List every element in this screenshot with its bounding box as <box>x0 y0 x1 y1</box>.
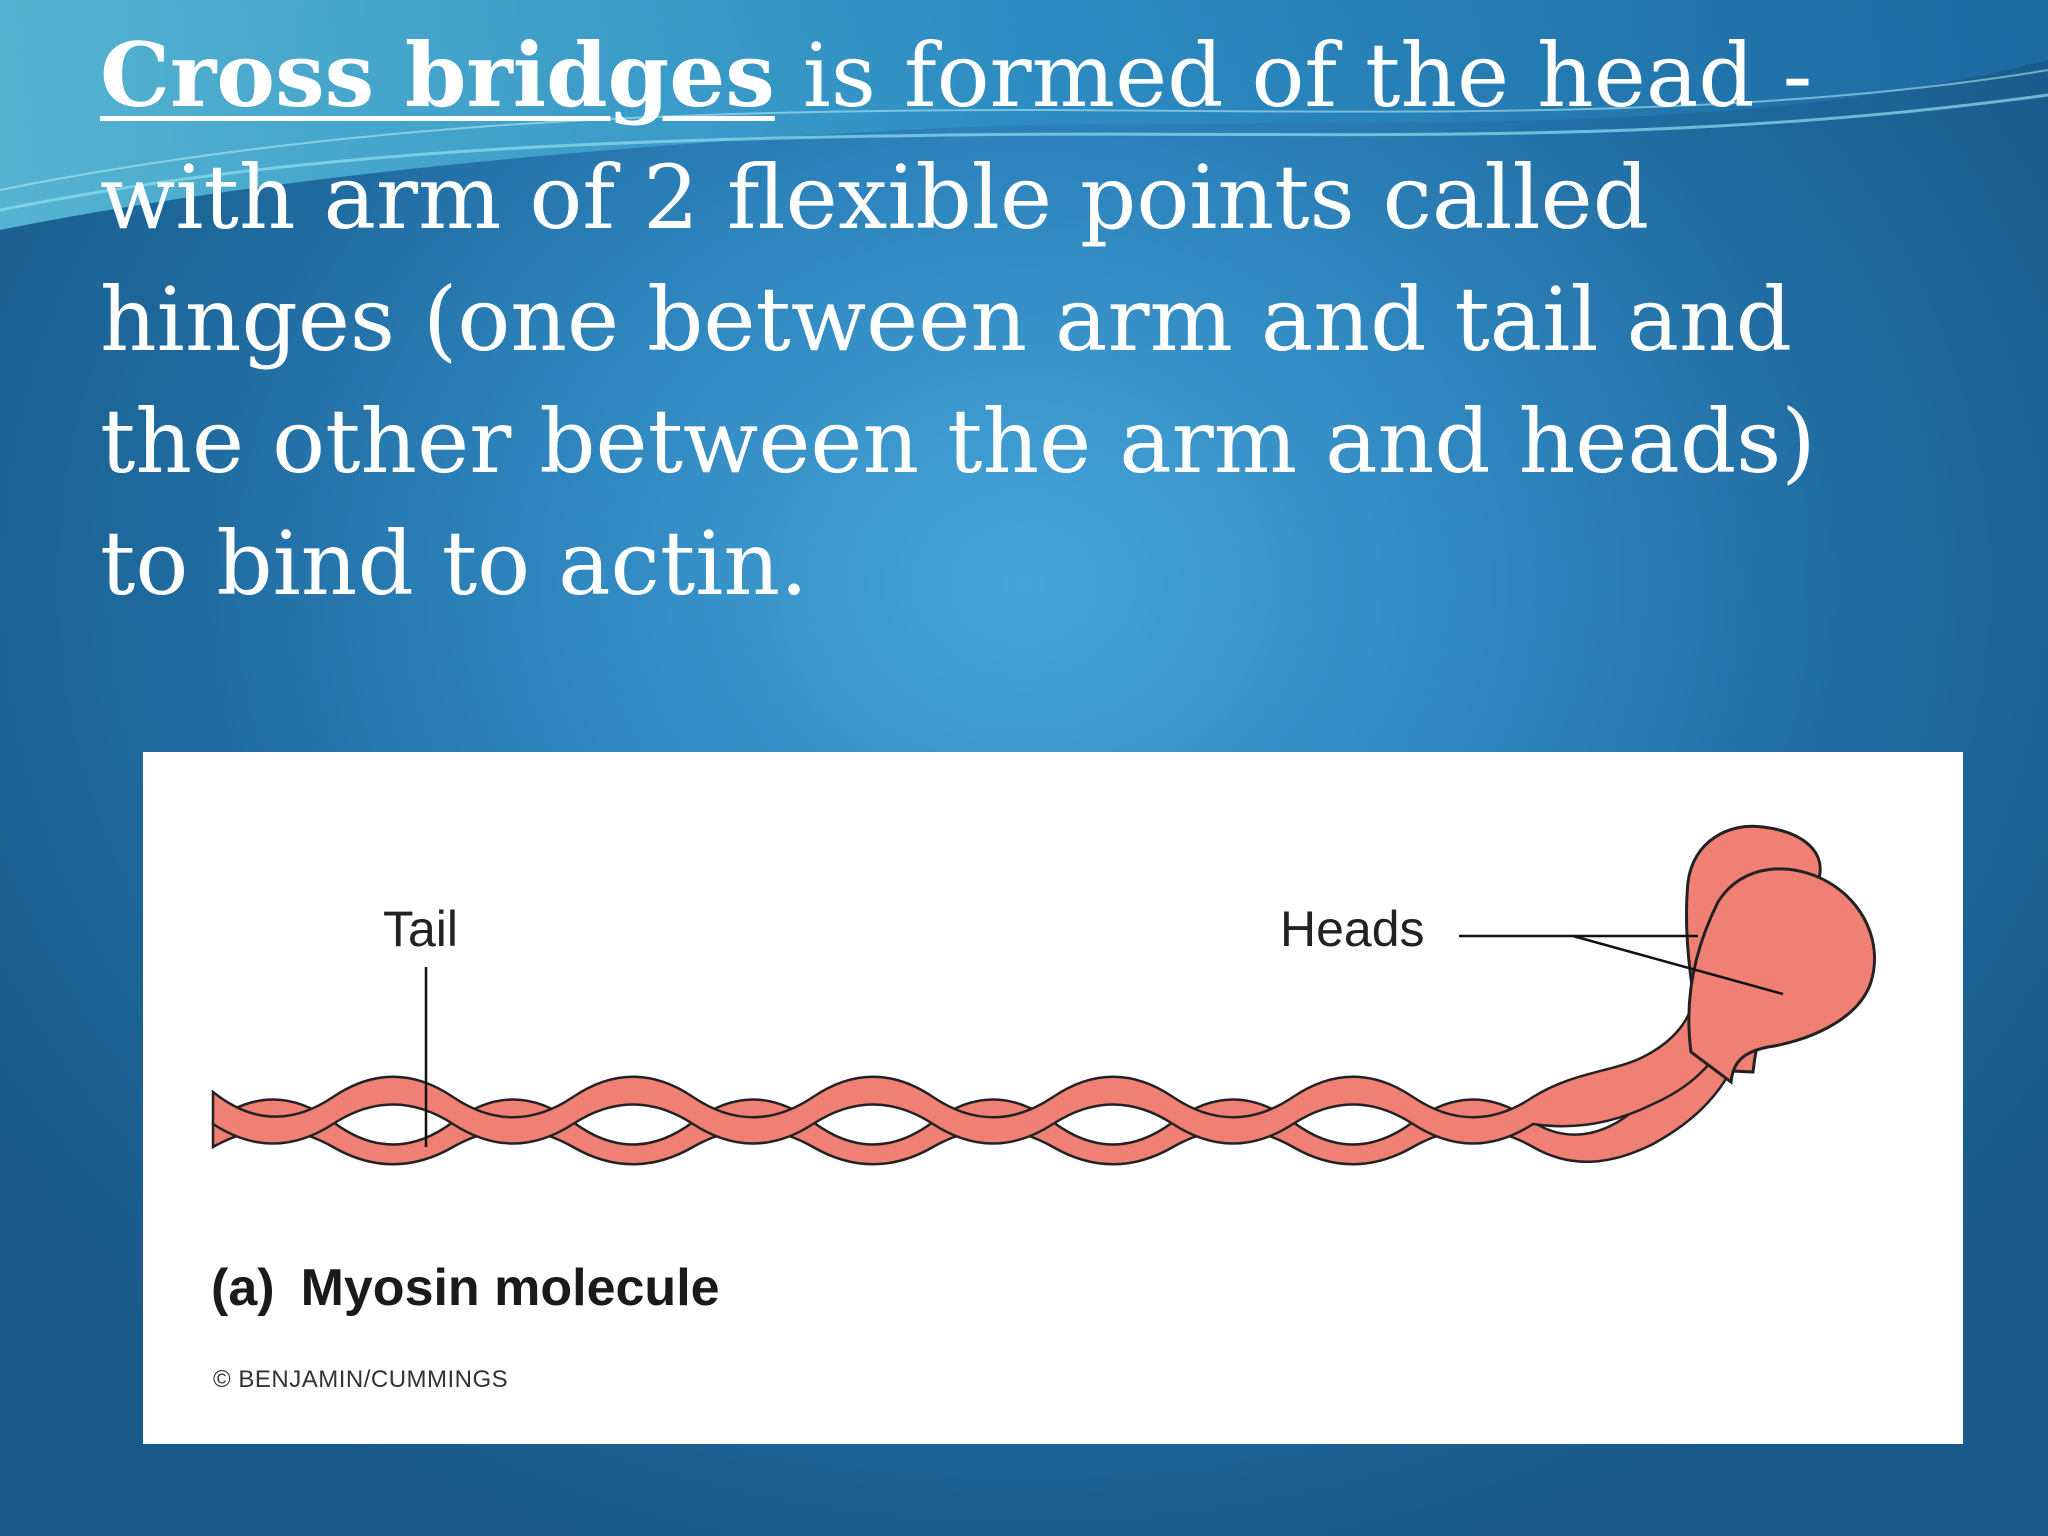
slide-line-3: hinges (one between arm and tail and <box>100 268 1792 371</box>
slide-line-1: is formed of the head - <box>774 24 1813 127</box>
caption-letter: (a) <box>211 1259 275 1317</box>
myosin-molecule-illustration <box>211 824 1876 1166</box>
tail-strand-front <box>211 1000 1735 1145</box>
slide-line-4: the other between the arm and heads) <box>100 390 1816 493</box>
slide-line-5: to bind to actin. <box>100 512 808 615</box>
copyright-credit: © BENJAMIN/CUMMINGS <box>213 1366 509 1393</box>
slide-line-2: with arm of 2 flexible points called <box>100 146 1650 249</box>
myosin-head-front <box>1687 867 1876 1085</box>
tail-label: Tail <box>383 901 459 957</box>
figure-caption: (a) Myosin molecule <box>211 1258 720 1318</box>
decorative-wave <box>0 0 2048 230</box>
slide-body-text: Cross bridges is formed of the head - wi… <box>100 14 1960 625</box>
myosin-figure: Tail Heads (a) Myosin molecule © BENJAMIN… <box>143 752 1963 1444</box>
heads-label: Heads <box>1280 901 1425 957</box>
key-term: Cross bridges <box>100 23 775 127</box>
heads-leader-line-2 <box>1572 934 1784 996</box>
caption-text: Myosin molecule <box>300 1259 720 1317</box>
